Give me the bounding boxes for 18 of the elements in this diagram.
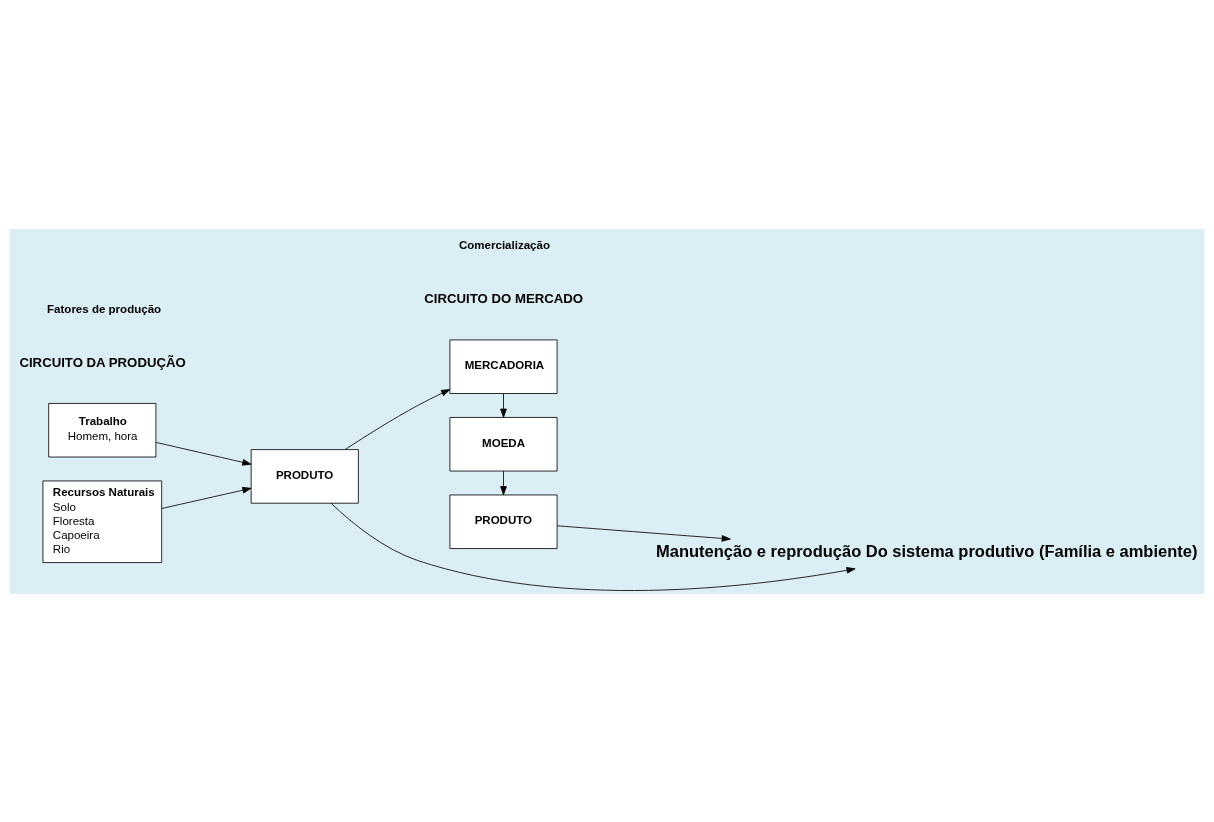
label: CIRCUITO DO MERCADO [424,290,584,306]
node-box: PRODUTO [449,494,558,549]
arrow [500,392,507,418]
arrow [500,470,507,495]
arrow [330,502,856,591]
label: CIRCUITO DA PRODUÇÃO [19,354,186,370]
arrow [556,524,731,542]
arrow [155,441,252,466]
arrow [161,486,252,509]
arrow [344,388,451,450]
node-box: Trabalho Homem, hora [48,402,157,457]
label: Comercialização [458,238,550,251]
node-box: Recursos Naturais Solo Floresta Capoeira Rio [42,480,163,563]
node-box: PRODUTO [250,448,359,504]
node-text: Manutenção e reprodução Do sistema produtivo (Família e ambiente) [656,541,1198,560]
node-box: MOEDA [449,416,558,471]
node-box: MERCADORIA [449,339,558,394]
label: Fatores de produção [47,302,162,315]
